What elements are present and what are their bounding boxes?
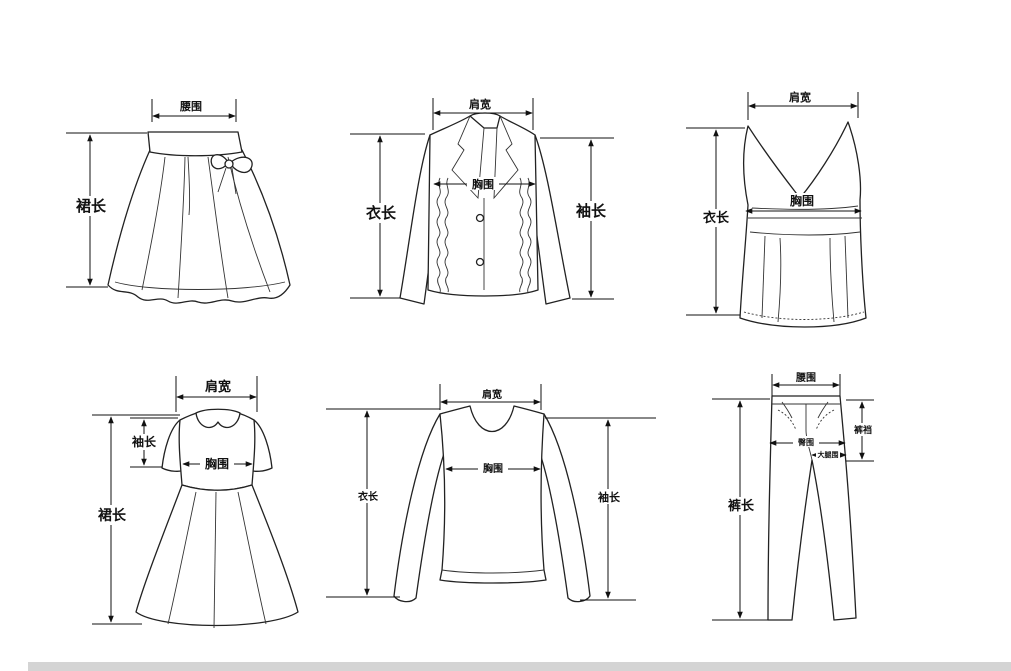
pants-length-label: 裤长 bbox=[727, 498, 755, 514]
pants-thigh-label: 大腿围 bbox=[818, 450, 839, 459]
skirt-waist-label: 腰围 bbox=[179, 100, 202, 113]
vest-diagram: 肩宽 胸围 衣长 bbox=[686, 90, 867, 328]
dress-shoulder-label: 肩宽 bbox=[205, 379, 231, 395]
sweater-length-label: 衣长 bbox=[358, 490, 379, 503]
sweater-right-sleeve bbox=[537, 413, 591, 603]
bottom-divider-bar bbox=[28, 662, 1011, 671]
blazer-body bbox=[427, 115, 539, 297]
sweater-shoulder-label: 肩宽 bbox=[482, 388, 502, 401]
blazer-diagram: 肩宽 胸围 衣长 袖长 bbox=[350, 97, 614, 305]
sweater-left-sleeve bbox=[393, 413, 447, 603]
vest-chest-label: 胸围 bbox=[790, 193, 814, 208]
dress-collar bbox=[195, 408, 241, 429]
skirt-waistband bbox=[147, 131, 243, 157]
dress-length-label: 裙长 bbox=[98, 507, 127, 524]
dress-chest-label: 胸围 bbox=[205, 456, 229, 471]
sweater-sleeve-label: 袖长 bbox=[598, 490, 621, 504]
pants-diagram: 腰围 臀围 大腿围 裤裆 裤长 bbox=[712, 371, 878, 621]
bow-icon bbox=[210, 154, 253, 195]
blazer-length-label: 衣长 bbox=[366, 204, 397, 222]
pants-outline bbox=[767, 395, 857, 621]
skirt-body bbox=[107, 149, 291, 304]
sweater-body bbox=[439, 405, 547, 584]
blazer-chest-label: 胸围 bbox=[472, 177, 494, 191]
pants-hip-label: 臀围 bbox=[798, 437, 814, 447]
dress-skirt bbox=[135, 484, 299, 627]
skirt-length-label: 裙长 bbox=[76, 197, 107, 215]
vest-body bbox=[739, 121, 867, 328]
pants-waist-label: 腰围 bbox=[795, 372, 816, 384]
vest-length-label: 衣长 bbox=[703, 210, 730, 226]
dress-diagram: 肩宽 袖长 胸围 裙长 bbox=[92, 376, 299, 629]
pants-rise-label: 裤裆 bbox=[853, 424, 872, 436]
blazer-sleeve-label: 袖长 bbox=[576, 202, 607, 220]
sweater-diagram: 肩宽 胸围 衣长 袖长 bbox=[326, 384, 656, 603]
blazer-shoulder-label: 肩宽 bbox=[469, 97, 491, 111]
dress-sleeve-label: 袖长 bbox=[132, 434, 157, 449]
skirt-diagram: 腰围 裙长 bbox=[66, 99, 291, 304]
sweater-chest-label: 胸围 bbox=[483, 462, 503, 475]
vest-shoulder-label: 肩宽 bbox=[789, 90, 811, 104]
